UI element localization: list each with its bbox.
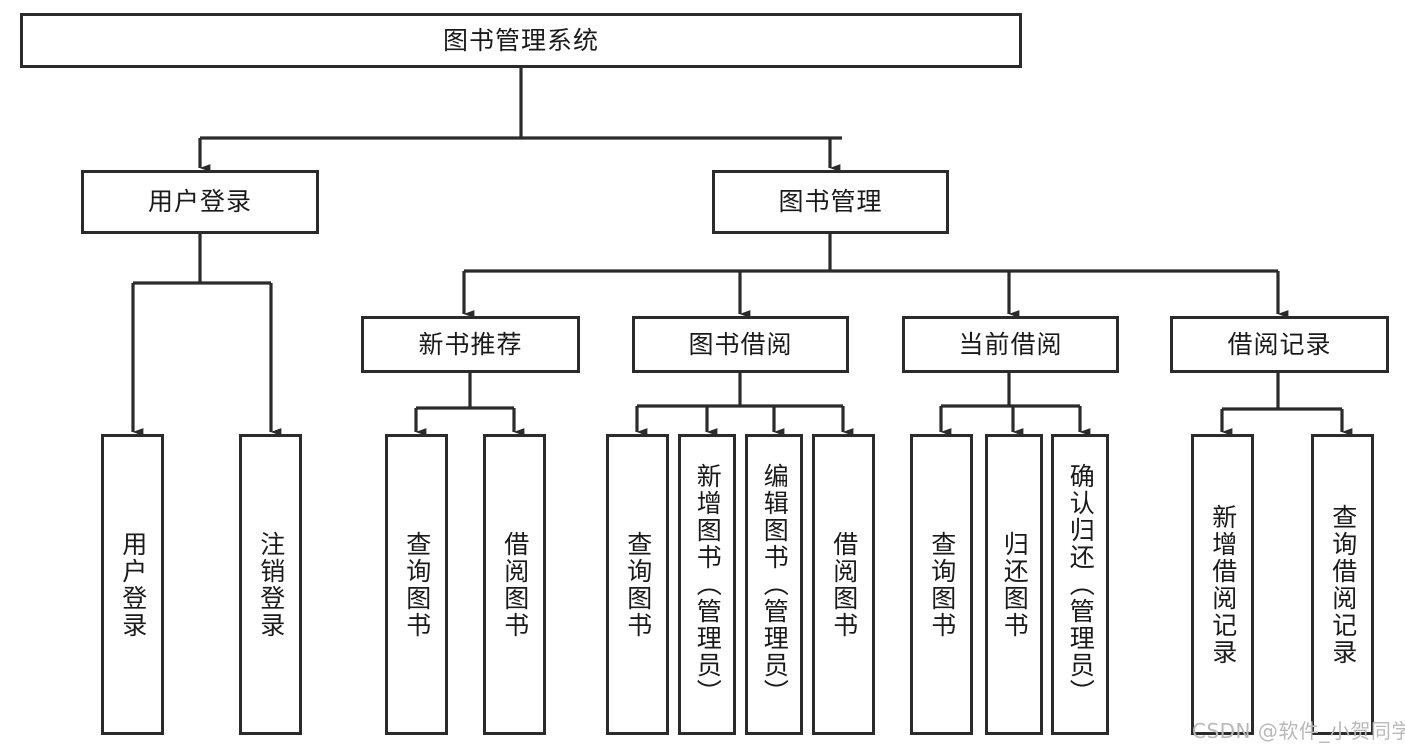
leaf-confirm-return-admin-label: 确认归还（管理员） — [1066, 463, 1096, 706]
leaf-add-borrow-record-label: 新增借阅记录 — [1208, 503, 1238, 666]
node-new-book-recommend[interactable]: 新书推荐 — [361, 316, 580, 373]
leaf-return-book-label: 归还图书 — [1000, 530, 1030, 639]
leaf-add-borrow-record[interactable]: 新增借阅记录 — [1191, 434, 1254, 735]
leaf-query-book-borrow-label: 查询图书 — [623, 530, 653, 639]
leaf-query-book-newbook[interactable]: 查询图书 — [385, 434, 448, 735]
leaf-user-login[interactable]: 用户登录 — [101, 434, 164, 735]
node-book-borrow-label: 图书借阅 — [688, 329, 793, 359]
leaf-query-book-newbook-label: 查询图书 — [402, 530, 432, 639]
node-current-borrow-label: 当前借阅 — [958, 329, 1063, 359]
node-root-label: 图书管理系统 — [442, 25, 599, 55]
node-book-management-label: 图书管理 — [778, 187, 883, 216]
node-new-book-recommend-label: 新书推荐 — [418, 329, 523, 359]
node-book-borrow[interactable]: 图书借阅 — [632, 316, 849, 373]
node-user-login[interactable]: 用户登录 — [81, 170, 319, 234]
node-current-borrow[interactable]: 当前借阅 — [902, 316, 1119, 373]
csdn-watermark: CSDN @软件_小贺同学 — [1192, 719, 1405, 743]
leaf-query-book-current-label: 查询图书 — [927, 530, 957, 639]
node-book-management[interactable]: 图书管理 — [712, 170, 949, 234]
node-root[interactable]: 图书管理系统 — [20, 13, 1022, 68]
leaf-borrow-book-newbook[interactable]: 借阅图书 — [483, 434, 546, 735]
node-user-login-label: 用户登录 — [147, 187, 252, 216]
leaf-edit-book-admin[interactable]: 编辑图书（管理员） — [745, 434, 803, 735]
leaf-query-borrow-record-label: 查询借阅记录 — [1328, 503, 1358, 666]
leaf-logout-label: 注销登录 — [256, 530, 286, 639]
leaf-lend-book[interactable]: 借阅图书 — [812, 434, 875, 735]
node-borrow-record-label: 借阅记录 — [1227, 329, 1332, 359]
leaf-return-book[interactable]: 归还图书 — [985, 434, 1043, 735]
leaf-confirm-return-admin[interactable]: 确认归还（管理员） — [1051, 434, 1109, 735]
leaf-user-login-label: 用户登录 — [118, 530, 148, 639]
node-borrow-record[interactable]: 借阅记录 — [1170, 316, 1389, 373]
leaf-query-book-borrow[interactable]: 查询图书 — [606, 434, 669, 735]
leaf-logout[interactable]: 注销登录 — [239, 434, 302, 735]
leaf-query-book-current[interactable]: 查询图书 — [910, 434, 973, 735]
leaf-query-borrow-record[interactable]: 查询借阅记录 — [1311, 434, 1374, 735]
leaf-edit-book-admin-label: 编辑图书（管理员） — [760, 463, 790, 706]
leaf-lend-book-label: 借阅图书 — [829, 530, 859, 639]
leaf-add-book-admin[interactable]: 新增图书（管理员） — [678, 434, 736, 735]
leaf-add-book-admin-label: 新增图书（管理员） — [693, 463, 723, 706]
leaf-borrow-book-newbook-label: 借阅图书 — [500, 530, 530, 639]
